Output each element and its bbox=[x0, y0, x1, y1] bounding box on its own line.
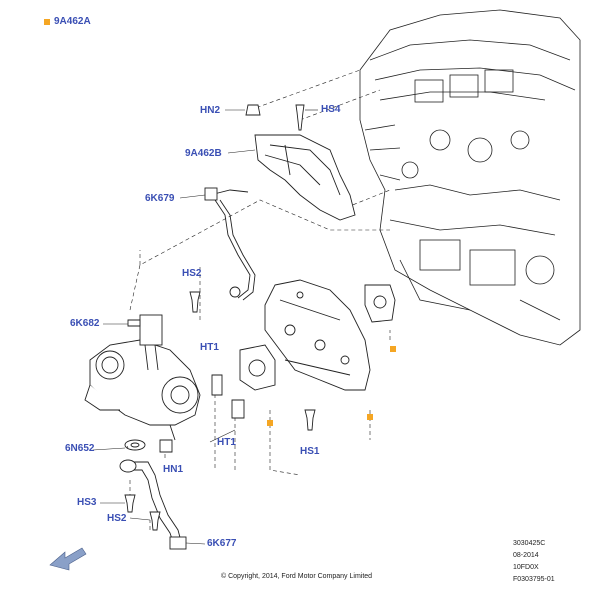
connector-6k682 bbox=[127, 319, 141, 327]
front-direction-arrow-icon bbox=[49, 547, 87, 571]
upper-heat-shield bbox=[254, 134, 356, 221]
callout-hs2-top: HS2 bbox=[182, 268, 202, 279]
manifold-gasket-right bbox=[364, 284, 396, 323]
reference-code-3: 10FD0X bbox=[513, 564, 539, 571]
nut-hn1 bbox=[159, 439, 173, 453]
turbo-gasket bbox=[239, 344, 276, 391]
bolt-hs2-bottom bbox=[149, 511, 161, 531]
callout-6n652: 6N652 bbox=[65, 443, 95, 454]
kit-marker-icon bbox=[267, 420, 273, 426]
callout-hs4: HS4 bbox=[321, 104, 341, 115]
bolt-hs3 bbox=[124, 494, 136, 513]
callout-hs2-bottom: HS2 bbox=[107, 513, 127, 524]
callout-6k682: 6K682 bbox=[70, 318, 100, 329]
turbocharger-assembly bbox=[84, 314, 201, 441]
kit-marker-icon bbox=[390, 346, 396, 352]
nut-hn2-top bbox=[245, 104, 261, 116]
engine-block-illustration bbox=[359, 9, 581, 346]
oil-return-gasket bbox=[124, 439, 146, 451]
oil-return-pipe bbox=[119, 459, 187, 550]
reference-code-1: 3030425C bbox=[513, 540, 546, 547]
callout-hs3: HS3 bbox=[77, 497, 97, 508]
callout-ht1-bottom: HT1 bbox=[217, 437, 236, 448]
stud-ht1-bottom bbox=[231, 399, 245, 419]
kit-marker-icon bbox=[44, 19, 50, 25]
reference-code-2: 08-2014 bbox=[513, 552, 539, 559]
callout-ht1-top: HT1 bbox=[200, 342, 219, 353]
callout-hn2-top: HN2 bbox=[200, 105, 221, 116]
copyright-text: © Copyright, 2014, Ford Motor Company Li… bbox=[221, 573, 373, 580]
kit-label: 9A462A bbox=[54, 16, 91, 27]
bolt-hs2-top bbox=[189, 291, 201, 313]
fasteners bbox=[124, 104, 316, 531]
stud-ht1-top bbox=[211, 374, 223, 396]
bolt-hs1 bbox=[304, 409, 316, 431]
callout-hn1: HN1 bbox=[163, 464, 184, 475]
kit-marker-icon bbox=[367, 414, 373, 420]
oil-feed-pipe bbox=[204, 187, 256, 301]
reference-code-4: F0303795-01 bbox=[513, 576, 555, 583]
callout-leaders bbox=[92, 109, 318, 545]
callout-9a462b: 9A462B bbox=[185, 148, 222, 159]
bolt-hs4 bbox=[295, 104, 305, 131]
callout-6k677: 6K677 bbox=[207, 538, 237, 549]
lower-heat-shield bbox=[264, 279, 371, 391]
reference-codes: 3030425C 08-2014 10FD0X F0303795-01 bbox=[513, 538, 555, 586]
callout-hs1: HS1 bbox=[300, 446, 320, 457]
callout-6k679: 6K679 bbox=[145, 193, 175, 204]
